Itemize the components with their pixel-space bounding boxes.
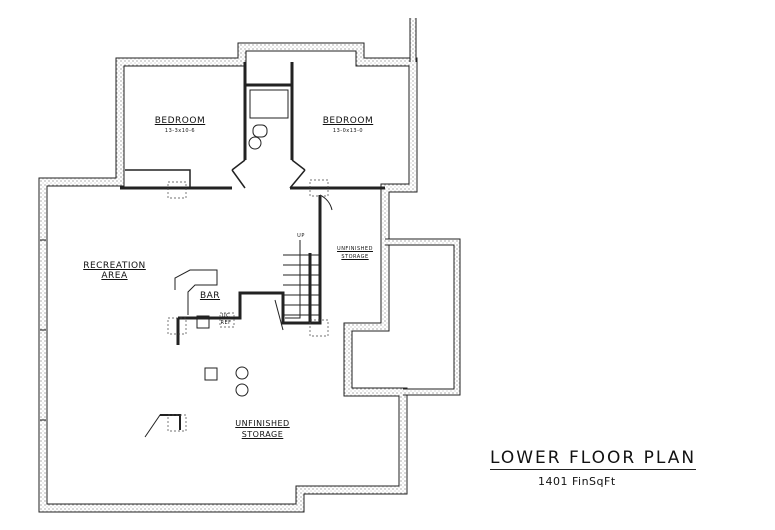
water-heater xyxy=(204,367,218,381)
bedroom-right-dims: 13-0x13-0 xyxy=(332,128,364,134)
bar-counter xyxy=(174,269,218,315)
lower-wall xyxy=(160,414,181,430)
bar-label: BAR xyxy=(199,291,221,301)
storage-extension-wall xyxy=(385,238,461,396)
recreation-label: RECREATION AREA xyxy=(72,261,157,281)
bar-appliance-ref: REF xyxy=(220,320,232,326)
plan-subtitle: 1401 FinSqFt xyxy=(538,475,616,488)
sink xyxy=(248,136,262,150)
bathtub xyxy=(249,89,289,119)
furnace-2 xyxy=(235,383,249,397)
storage-lower-line2: STORAGE xyxy=(241,430,284,439)
furnace-1 xyxy=(235,366,249,380)
plan-title: LOWER FLOOR PLAN xyxy=(490,448,697,470)
recreation-label-line1: RECREATION xyxy=(83,261,146,271)
window xyxy=(40,239,46,421)
sink-bar xyxy=(196,315,210,329)
bath-door xyxy=(231,159,306,189)
recreation-label-line2: AREA xyxy=(101,271,128,281)
closet xyxy=(125,169,191,188)
bath-wall xyxy=(243,62,294,160)
storage-upper-line1: UNFINISHED xyxy=(337,246,373,252)
bedroom-right-label: BEDROOM xyxy=(322,116,374,126)
storage-lower-line1: UNFINISHED xyxy=(235,419,290,428)
toilet xyxy=(252,124,268,138)
stairs-up-label: UP xyxy=(297,233,305,239)
support-post-markers xyxy=(167,179,329,432)
bar-appliance-uc: UC xyxy=(221,313,231,319)
storage-upper-line2: STORAGE xyxy=(341,254,369,260)
stairs xyxy=(274,240,320,331)
bedroom-left-dims: 13-3x10-6 xyxy=(164,128,196,134)
bedroom-left-label: BEDROOM xyxy=(154,116,206,126)
